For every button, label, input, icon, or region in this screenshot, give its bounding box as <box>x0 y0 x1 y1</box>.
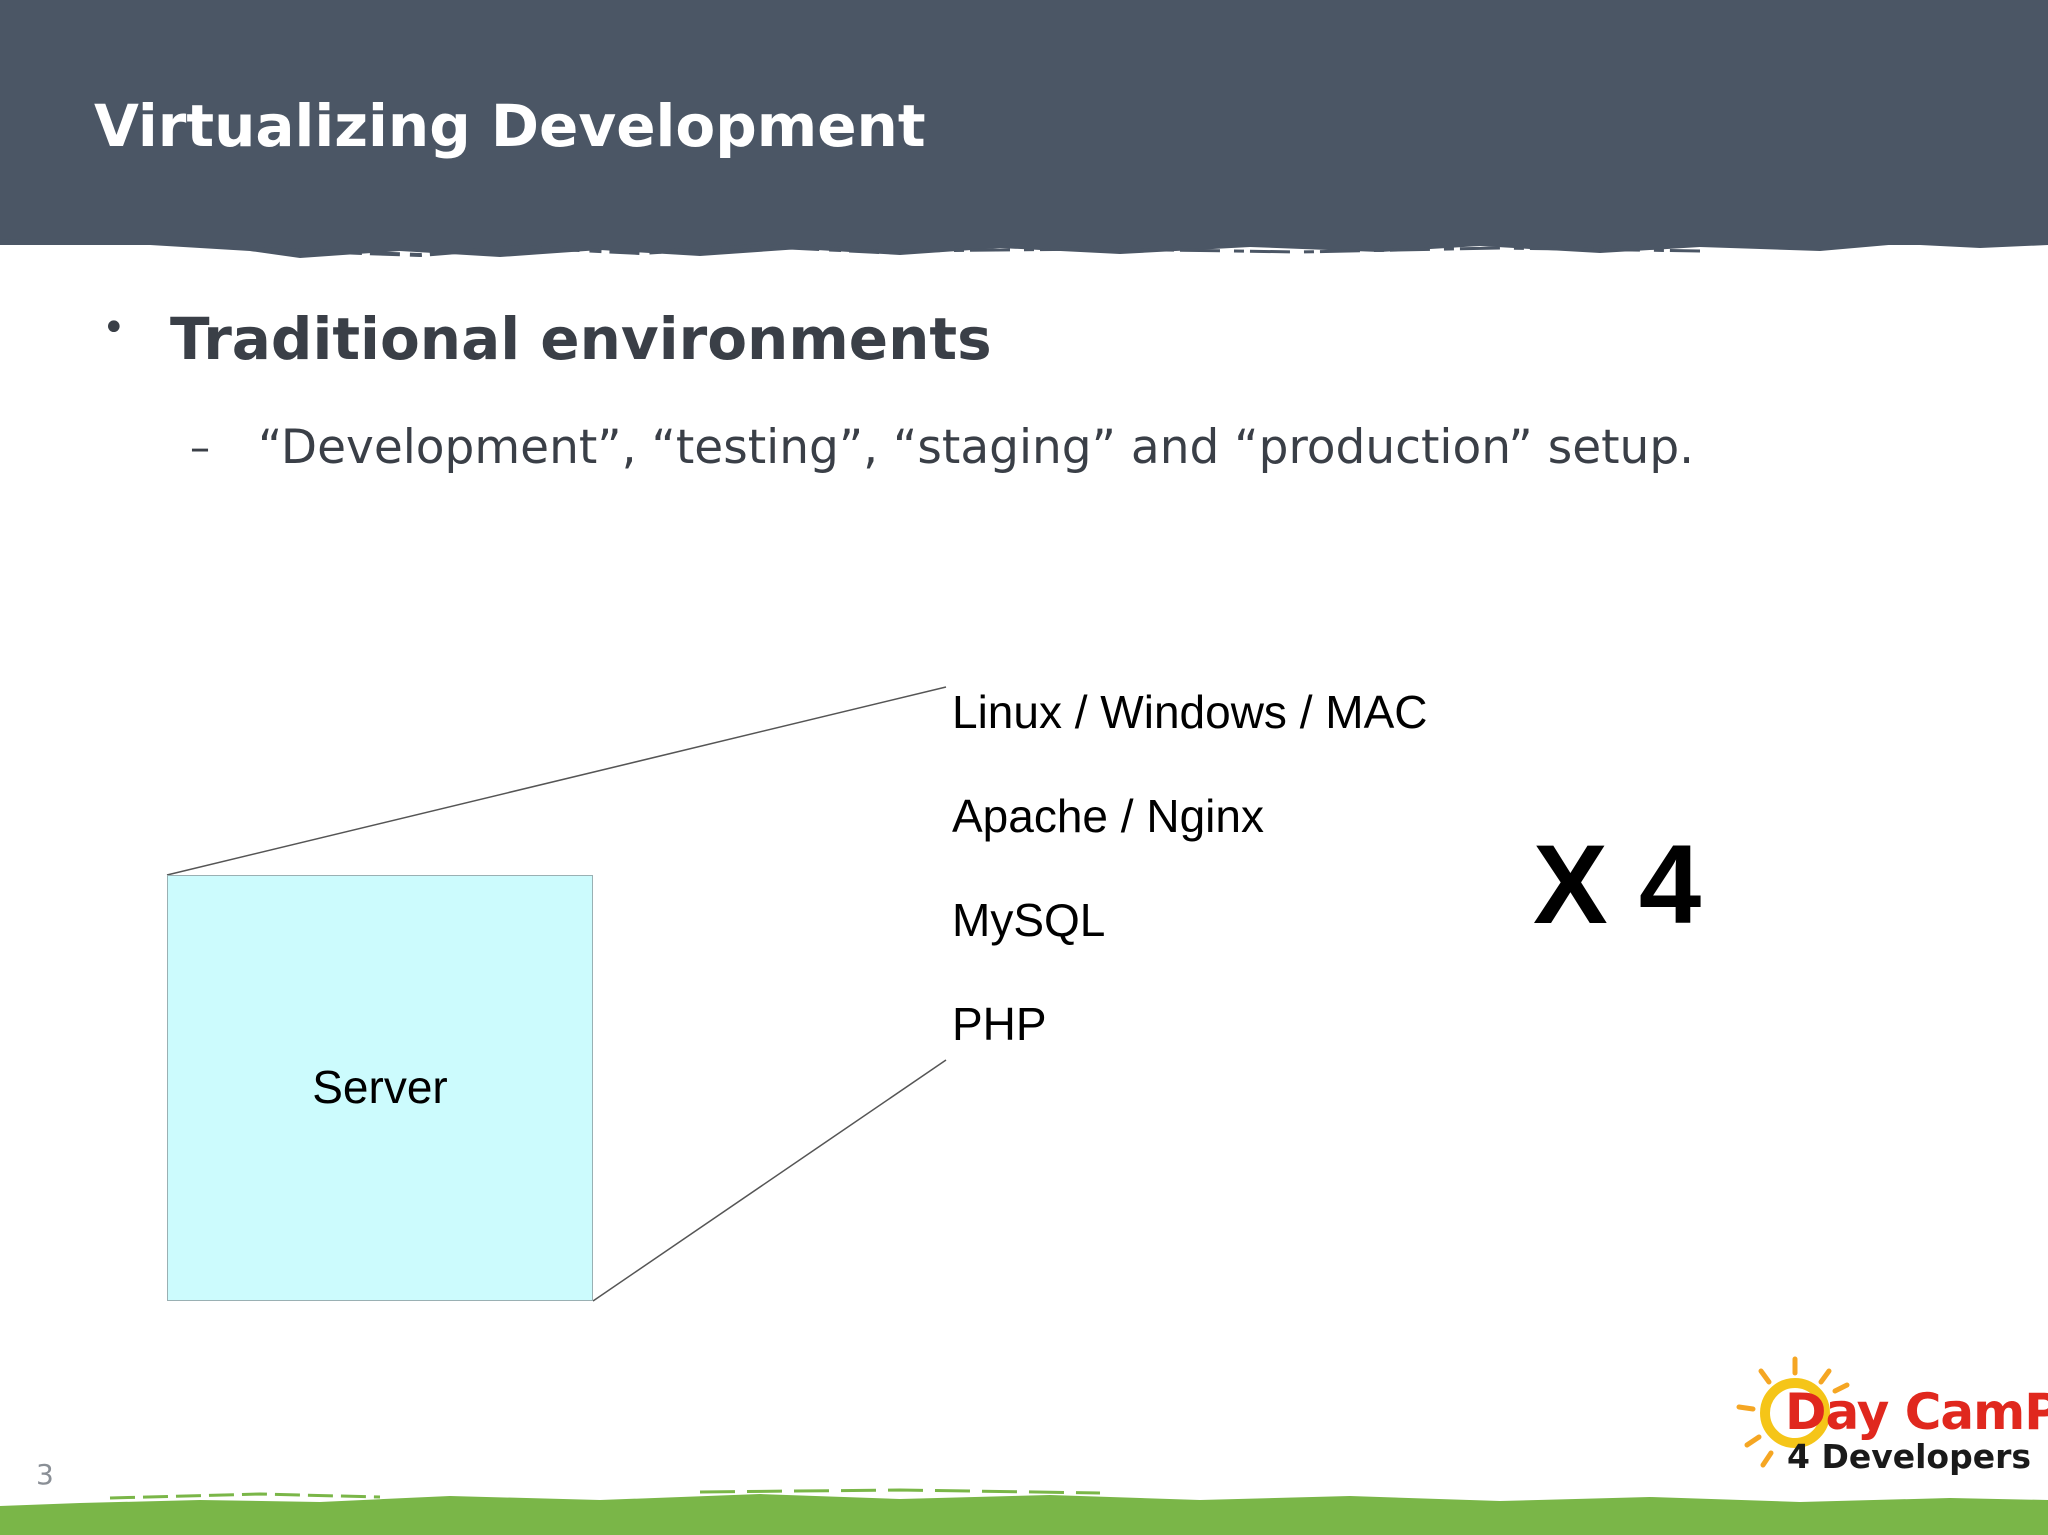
connector-bottom <box>592 1059 947 1302</box>
bullet-dot: • <box>102 305 126 351</box>
stack-item-language: PHP <box>952 998 1047 1050</box>
sub-bullet-text: “Development”, “testing”, “staging” and … <box>258 420 1695 475</box>
multiplier-label: X 4 <box>1533 822 1702 947</box>
stack-item-webserver: Apache / Nginx <box>952 790 1264 842</box>
page-number: 3 <box>36 1458 54 1491</box>
connector-top <box>166 686 947 876</box>
header-band <box>0 0 2048 245</box>
server-label: Server <box>312 1061 448 1113</box>
logo-text-daycamp: Day CamP <box>1785 1383 2048 1441</box>
stack-item-os: Linux / Windows / MAC <box>952 686 1428 738</box>
header-torn-edge <box>0 225 2048 258</box>
bullet-text: Traditional environments <box>170 305 992 373</box>
footer-green-strip <box>0 1488 2048 1535</box>
server-box <box>167 875 593 1301</box>
stack-item-database: MySQL <box>952 894 1106 946</box>
sub-bullet-dash: – <box>190 425 210 471</box>
daycamp-logo-sun-icon <box>1736 1356 1850 1468</box>
logo-text-developers: 4 Developers <box>1787 1437 2032 1476</box>
slide-title: Virtualizing Development <box>94 92 926 160</box>
